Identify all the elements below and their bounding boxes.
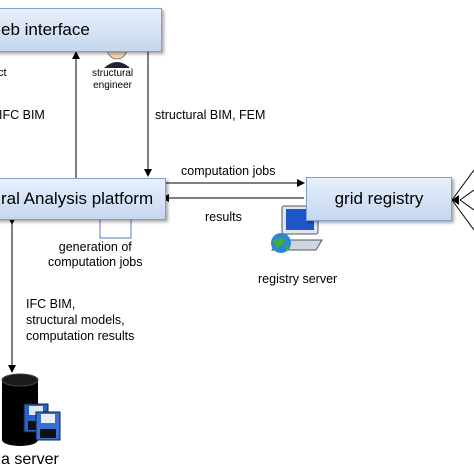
data-server-label: a server (1, 451, 59, 468)
registry-server-icon (271, 205, 323, 253)
grid-registry-label: grid registry (334, 189, 424, 208)
web-interface-node: eb interface (0, 8, 162, 52)
generation-loop (99, 218, 132, 239)
structural-engineer-label: structural engineer (92, 68, 134, 91)
data-server-icon (1, 373, 61, 446)
analysis-platform-node: ral Analysis platform (0, 178, 166, 220)
analysis-platform-label: ral Analysis platform (1, 189, 154, 208)
ifc-bim-label: IFC BIM (0, 108, 45, 122)
left-cut-label: ct (0, 67, 7, 79)
grid-registry-node: grid registry (306, 177, 452, 221)
storage-label: IFC BIM, structural models, computation … (26, 297, 135, 343)
generation-of-jobs-label: generation of computation jobs (48, 240, 143, 269)
results-label: results (205, 210, 242, 224)
structural-bim-fem-label: structural BIM, FEM (155, 108, 266, 122)
computation-jobs-label: computation jobs (181, 164, 276, 178)
web-interface-label: eb interface (1, 20, 90, 39)
registry-server-label: registry server (258, 272, 338, 286)
